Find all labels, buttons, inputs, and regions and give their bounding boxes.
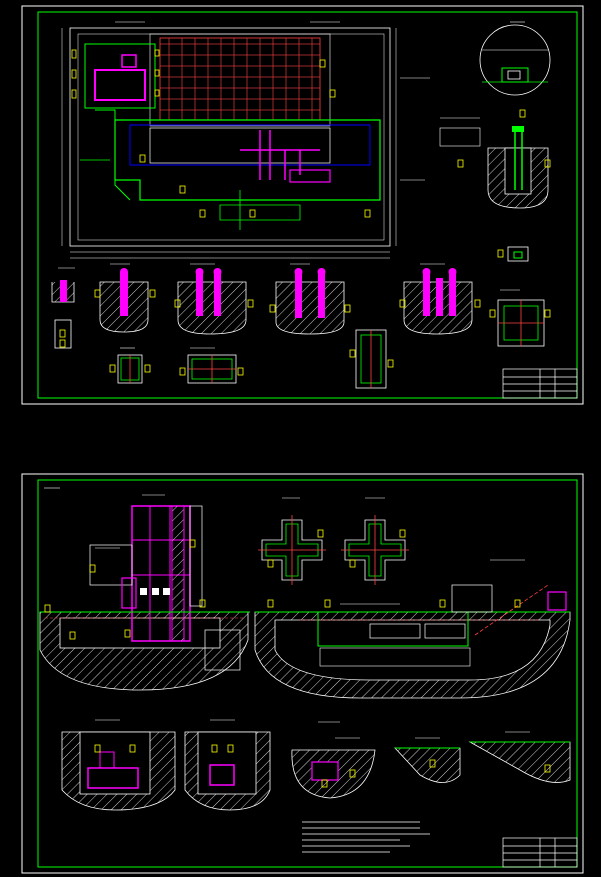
sheet-1-title-block xyxy=(502,368,578,399)
column-grid xyxy=(159,37,321,121)
sheet-2 xyxy=(21,473,584,874)
sheet-2-title-block xyxy=(502,837,578,868)
foundation-plans-row xyxy=(54,299,545,389)
sheet-1-border xyxy=(37,11,578,399)
annotation-tags-sheet-2 xyxy=(44,529,551,788)
label-underlines-sheet-1 xyxy=(58,21,525,349)
notes-block-lines xyxy=(302,821,430,853)
sheet-2-border xyxy=(37,479,578,868)
section-detail-right xyxy=(439,126,549,209)
channel-long-section xyxy=(254,584,571,699)
small-detail xyxy=(507,246,529,262)
circular-detail xyxy=(479,24,551,96)
foundation-sections-row xyxy=(51,268,473,335)
site-plan xyxy=(61,27,397,259)
cross-shaped-plans xyxy=(258,515,409,585)
tower-foundation-section xyxy=(39,505,250,691)
equipment-block xyxy=(94,69,146,101)
annotation-tags-sheet-1 xyxy=(59,49,551,376)
sheet-1-frame xyxy=(21,5,584,405)
label-underlines-sheet-2 xyxy=(44,487,530,739)
sheet-1 xyxy=(21,5,584,405)
sheet-2-frame xyxy=(21,473,584,874)
pit-sections-row xyxy=(61,731,571,811)
